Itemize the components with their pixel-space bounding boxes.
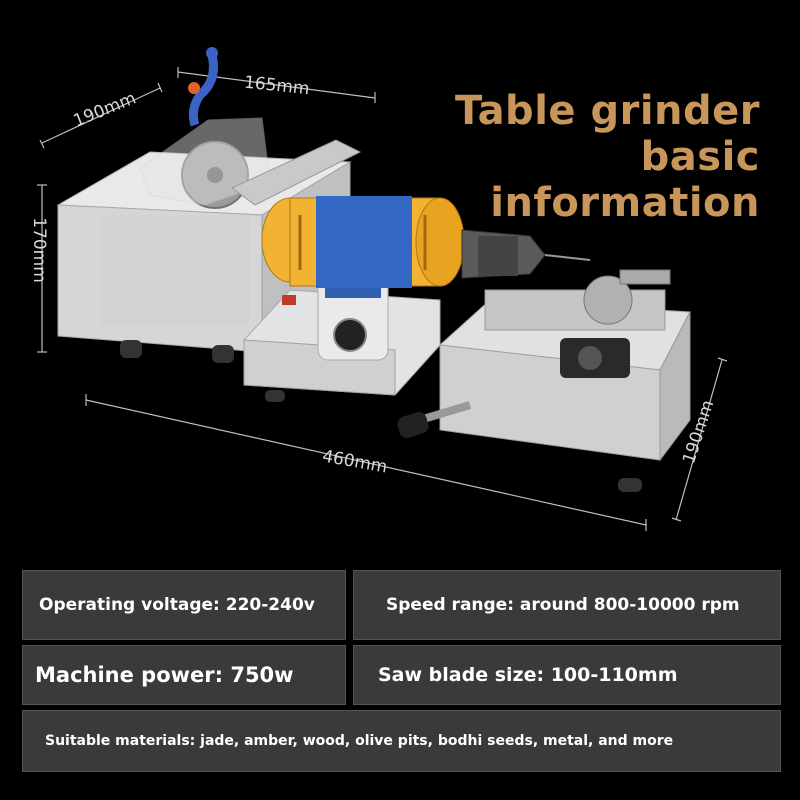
title-line-1: Table grinder: [454, 88, 760, 134]
page-title: Table grinder basic information: [360, 88, 760, 226]
spec-speed-text: Speed range: around 800-10000 rpm: [386, 595, 740, 615]
spec-power-text: Machine power: 750w: [35, 663, 294, 687]
speed-knob-icon: [333, 318, 367, 352]
motor: [261, 196, 591, 288]
spec-blade: Saw blade size: 100-110mm: [353, 645, 781, 705]
vice-table: [265, 269, 691, 492]
title-line-2: basic information: [490, 134, 760, 226]
spec-voltage: Operating voltage: 220-240v: [22, 570, 346, 640]
spec-blade-text: Saw blade size: 100-110mm: [378, 664, 678, 686]
table-grinder-illustration: [37, 47, 728, 531]
spec-materials-text: Suitable materials: jade, amber, wood, o…: [45, 733, 674, 749]
crank-handle-icon: [397, 411, 429, 439]
spec-power: Machine power: 750w: [22, 645, 346, 705]
dimension-height: 170mm: [28, 217, 49, 283]
spec-voltage-text: Operating voltage: 220-240v: [39, 595, 315, 615]
power-switch-icon: [282, 295, 296, 305]
dimension-lines: [37, 67, 728, 531]
spec-materials: Suitable materials: jade, amber, wood, o…: [22, 710, 781, 772]
spec-speed: Speed range: around 800-10000 rpm: [353, 570, 781, 640]
